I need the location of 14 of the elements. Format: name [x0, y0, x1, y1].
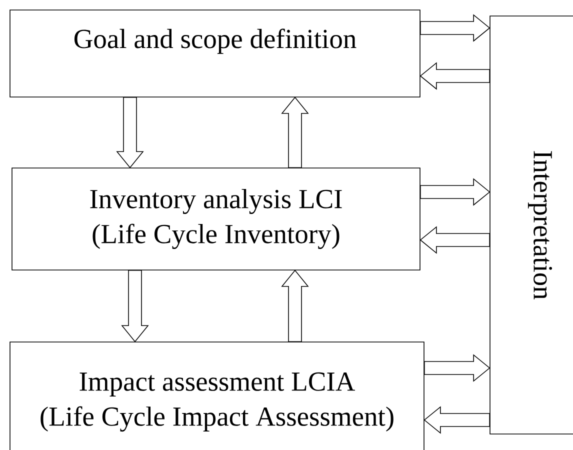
arrow	[116, 97, 144, 168]
arrow	[424, 406, 490, 434]
process-box: Interpretation	[490, 16, 573, 434]
process-box: Inventory analysis LCI (Life Cycle Inventory)	[12, 168, 420, 270]
arrow	[420, 14, 490, 42]
arrow	[281, 96, 309, 168]
arrow	[420, 62, 490, 90]
arrow	[281, 270, 309, 342]
arrow	[121, 270, 149, 342]
arrow	[420, 178, 490, 206]
process-box: Goal and scope definition	[10, 10, 420, 98]
process-box: Impact assessment LCIA (Life Cycle Impact Assessment)	[10, 342, 424, 450]
arrow	[424, 354, 490, 382]
arrow	[420, 226, 490, 254]
